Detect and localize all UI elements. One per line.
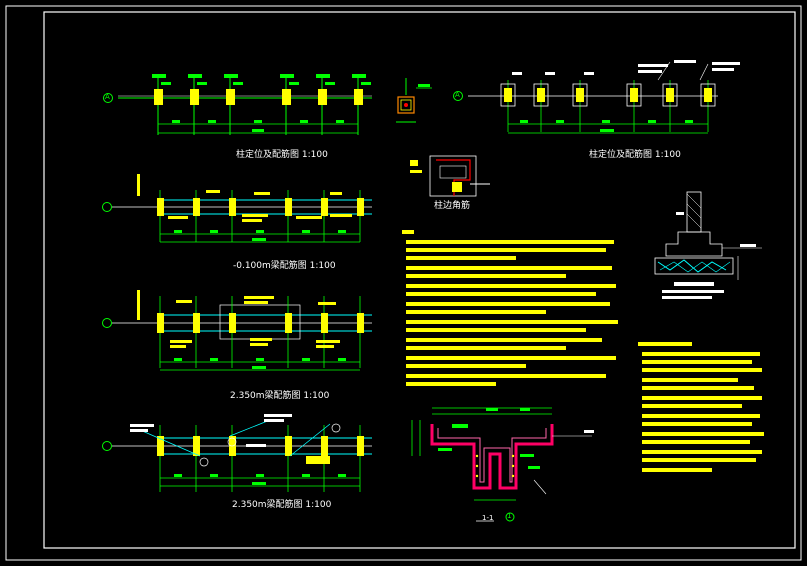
drawing-title-beam-level-2: 2.350m梁配筋图 1:100 <box>230 391 330 401</box>
drawing-title-beam-level-1: -0.100m梁配筋图 1:100 <box>233 261 336 271</box>
section-1-1 <box>411 407 594 522</box>
axis-bubble <box>102 441 112 451</box>
drawing-title-beam-level-3: 2.350m梁配筋图 1:100 <box>232 500 332 510</box>
drawing-title-section: 1-1 <box>482 514 494 522</box>
column-layout-plan-right <box>453 60 740 134</box>
axis-bubble <box>453 91 463 101</box>
axis-bubble <box>102 318 112 328</box>
axis-label-section: 1 <box>507 512 512 520</box>
axis-bubble <box>102 202 112 212</box>
beam-plan-level-1 <box>102 174 372 243</box>
drawing-title-column-detail: 柱边角筋 <box>434 201 471 211</box>
axis-label-right: A <box>455 91 460 99</box>
foundation-notes <box>638 342 764 472</box>
beam-plan-level-2 <box>102 290 372 371</box>
axis-bubble <box>103 93 113 103</box>
drawing-title-column-layout-left: 柱定位及配筋图 1:100 <box>236 150 328 160</box>
general-notes <box>402 230 618 386</box>
beam-plan-level-3 <box>102 414 372 492</box>
axis-label-left: A <box>105 93 110 101</box>
column-section-detail <box>396 78 432 123</box>
column-corner-detail <box>410 155 490 197</box>
outer-frame <box>5 5 802 561</box>
drawing-title-column-layout-right: 柱定位及配筋图 1:100 <box>589 150 681 160</box>
column-layout-plan-left <box>103 74 372 135</box>
inner-frame <box>43 11 796 549</box>
foundation-detail <box>654 191 762 299</box>
